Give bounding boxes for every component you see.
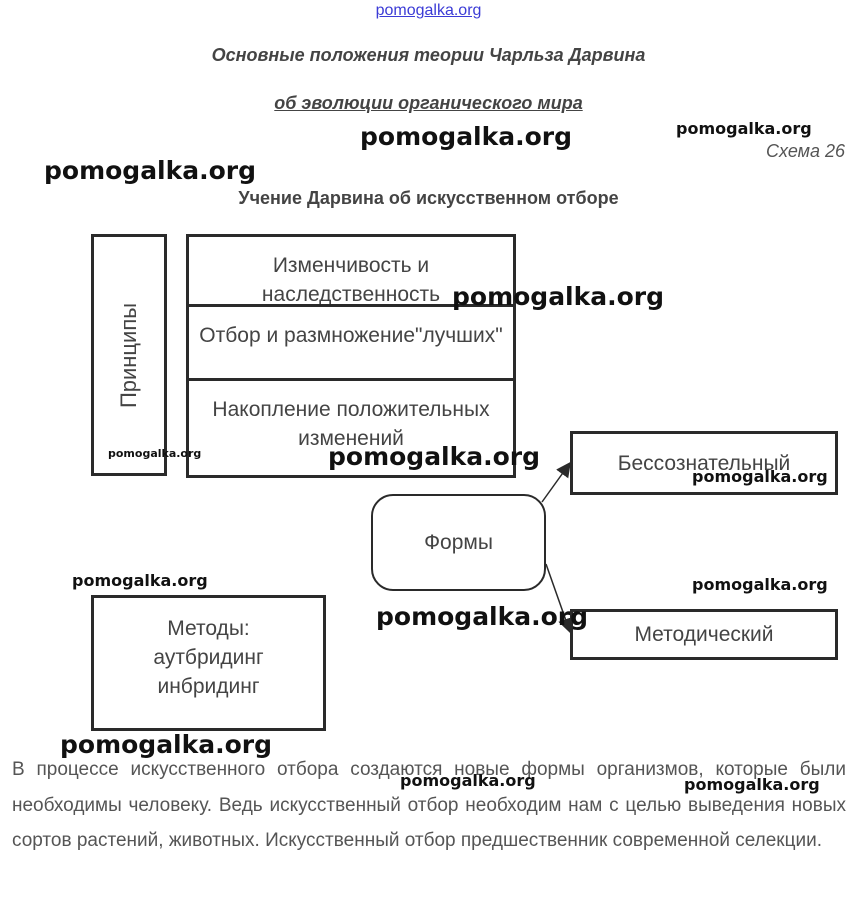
watermark: pomogalka.org (692, 575, 828, 594)
page-title: Основные положения теории Чарльза Дарвин… (211, 45, 646, 65)
form-unconscious-box: Бессознательный (570, 431, 838, 495)
watermark: pomogalka.org (44, 156, 257, 185)
principle-item-variability: Изменчивость и наследственность (189, 237, 513, 307)
method-item-outbreeding: аутбридинг (153, 646, 264, 669)
watermark: pomogalka.org (328, 442, 541, 471)
forms-label: Формы (424, 530, 493, 554)
principle-item-selection: Отбор и размножение"лучших" (189, 307, 513, 381)
watermark: pomogalka.org (108, 447, 202, 460)
form-methodical-box: Методический (570, 609, 838, 660)
methods-title: Методы: (167, 617, 250, 640)
watermark: pomogalka.org (400, 771, 536, 790)
site-link[interactable]: pomogalka.org (375, 2, 482, 19)
principles-box: Принципы (91, 234, 167, 476)
schema-label: Схема 26 (766, 141, 845, 161)
watermark: pomogalka.org (376, 602, 589, 631)
arrow-to-unconscious (541, 461, 571, 503)
watermark: pomogalka.org (360, 122, 573, 151)
form-methodical-label: Методический (634, 623, 774, 646)
form-unconscious-label: Бессознательный (617, 452, 791, 475)
watermark: pomogalka.org (684, 775, 820, 794)
watermark: pomogalka.org (72, 571, 208, 590)
page-title-line2: об эволюции органического мира (274, 93, 583, 113)
forms-box: Формы (371, 494, 546, 591)
arrow-to-methodical (545, 563, 573, 634)
method-item-inbreeding: инбридинг (157, 675, 260, 698)
watermark: pomogalka.org (60, 730, 273, 759)
principles-stack: Изменчивость и наследственность Отбор и … (186, 234, 516, 478)
watermark: pomogalka.org (452, 282, 665, 311)
watermark: pomogalka.org (692, 467, 828, 486)
methods-box: Методы: аутбридинг инбридинг (91, 595, 326, 731)
principle-item-accumulation: Накопление положительных изменений (212, 398, 490, 450)
diagram-subtitle: Учение Дарвина об искусственном отборе (238, 188, 619, 208)
explanation-paragraph: В процессе искусственного отбора создают… (12, 759, 846, 851)
watermark: pomogalka.org (676, 119, 812, 138)
